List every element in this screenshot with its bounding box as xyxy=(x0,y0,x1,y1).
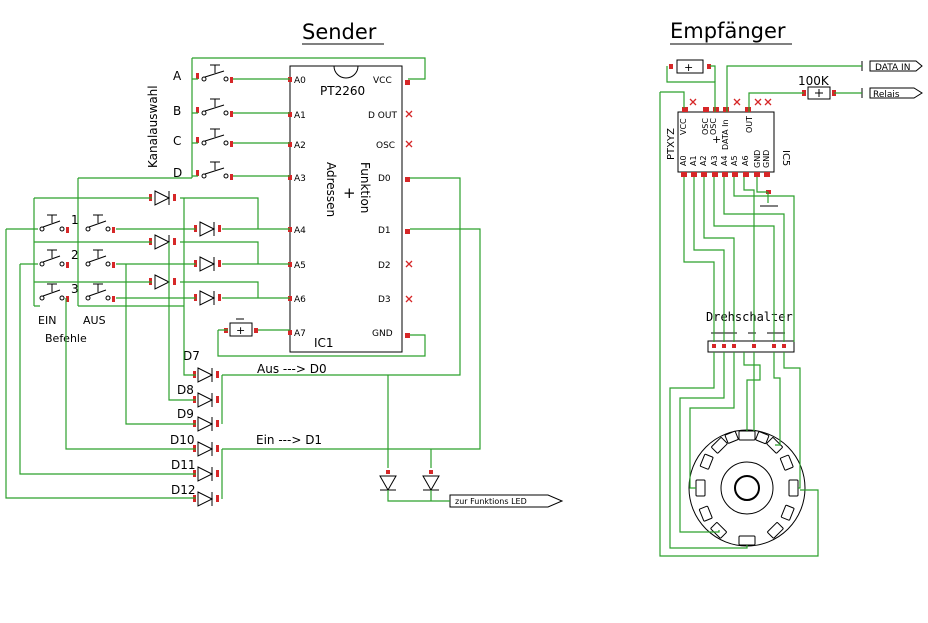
ic5-pin-osc1: OSC xyxy=(701,118,710,135)
led-diodes xyxy=(379,470,440,492)
ic5-unused-pin-marks xyxy=(689,98,772,106)
sender-wires xyxy=(5,57,481,502)
ic1-body-function: Funktion xyxy=(358,162,372,213)
cmd-3-label: 3 xyxy=(71,282,79,296)
diode-d9-label: D9 xyxy=(177,407,194,421)
channel-select-label: Kanalauswahl xyxy=(146,85,160,168)
ic5-plus: + xyxy=(712,133,721,146)
ic1-body-addresses: Adressen xyxy=(324,162,338,217)
ic5-pads xyxy=(681,107,770,177)
ic5-pin-a0: A0 xyxy=(679,155,688,166)
command-switches xyxy=(39,214,115,302)
ic1-chip xyxy=(289,65,403,353)
ic5-pin-a3: A3 xyxy=(710,155,719,166)
receiver-battery xyxy=(669,59,711,74)
channel-a-label: A xyxy=(173,69,182,83)
ic1-unused-pin-marks xyxy=(405,110,413,303)
cmd-1-label: 1 xyxy=(71,213,79,227)
receiver-battery-plus: + xyxy=(684,61,693,74)
channel-c-label: C xyxy=(173,134,181,148)
diode-d11-label: D11 xyxy=(171,458,196,472)
ic1-pin-a0: A0 xyxy=(294,76,306,86)
ic5-pin-a2: A2 xyxy=(699,155,708,166)
ic1-pin-d3: D3 xyxy=(378,295,391,305)
channel-b-label: B xyxy=(173,104,181,118)
ic1-pin-vcc: VCC xyxy=(373,76,392,86)
ein-label: EIN xyxy=(38,314,56,327)
aus-to-d0-label: Aus ---> D0 xyxy=(257,362,327,376)
ic1-pin-a3: A3 xyxy=(294,174,306,184)
ic1-pin-osc: OSC xyxy=(376,141,395,151)
ic5-pin-gnd1: GND xyxy=(753,150,762,168)
sender-title: Sender xyxy=(302,20,377,44)
receiver-title: Empfänger xyxy=(670,19,786,43)
data-in-label: DATA IN xyxy=(875,63,910,73)
receiver-wires xyxy=(659,65,862,557)
diode-d12-label: D12 xyxy=(171,483,196,497)
channel-b-switch xyxy=(196,98,233,117)
ic5-pin-gnd2: GND xyxy=(762,150,771,168)
ic5-part-name: PTXYZ xyxy=(666,128,677,160)
diode-d10-label: D10 xyxy=(170,433,195,447)
ic1-ref: IC1 xyxy=(314,336,334,350)
ic5-pin-data-in: DATA In xyxy=(721,119,730,150)
ic5-pin-a6: A6 xyxy=(741,155,750,166)
led-output-label: zur Funktions LED xyxy=(455,497,527,506)
ic1-pin-gnd: GND xyxy=(372,329,393,339)
led-output-connector xyxy=(449,494,564,508)
rotary-switch-icon xyxy=(688,429,806,547)
ic1-part-name: PT2260 xyxy=(320,84,365,98)
ic1-body-plus: + xyxy=(343,184,356,202)
channel-a-switch xyxy=(196,64,233,83)
ein-to-d1-label: Ein ---> D1 xyxy=(256,433,322,447)
sender-battery-plus: + xyxy=(236,324,245,337)
ic1-pin-a2: A2 xyxy=(294,141,306,151)
resistor-label: 100K xyxy=(798,74,830,88)
diode-d7-label: D7 xyxy=(183,349,200,363)
ic1-pin-a5: A5 xyxy=(294,261,306,271)
ic1-pin-d1: D1 xyxy=(378,226,391,236)
ic1-pin-d0: D0 xyxy=(378,174,391,184)
output-diodes xyxy=(193,367,219,507)
ic5-ref: IC5 xyxy=(780,150,791,166)
ic5-pin-a5: A5 xyxy=(730,155,739,166)
channel-c-switch xyxy=(196,128,233,147)
ic5-pin-out: OUT xyxy=(745,116,754,133)
ic1-pin-a6: A6 xyxy=(294,295,306,305)
resistor-100k xyxy=(802,86,836,100)
rotary-switch-label: Drehschalter xyxy=(706,310,793,324)
channel-d-label: D xyxy=(173,166,182,180)
ic5-pin-osc2: OSC xyxy=(709,118,718,135)
ic1-pin-d2: D2 xyxy=(378,261,391,271)
ic1-pin-dout: D OUT xyxy=(368,111,397,121)
channel-d-switch xyxy=(196,161,233,180)
rotary-switch-header xyxy=(707,332,795,353)
ic1-pin-a4: A4 xyxy=(294,226,306,236)
diode-d8-label: D8 xyxy=(177,383,194,397)
ic1-pin-a7: A7 xyxy=(294,329,306,339)
matrix-diodes xyxy=(149,190,221,306)
ic5-pin-a4: A4 xyxy=(720,155,729,166)
ic1-pin-a1: A1 xyxy=(294,111,306,121)
relais-label: Relais xyxy=(873,90,900,100)
cmd-2-label: 2 xyxy=(71,248,79,262)
ic5-pin-vcc: VCC xyxy=(679,118,688,135)
channel-switches xyxy=(196,64,233,180)
ic5-pin-a1: A1 xyxy=(689,155,698,166)
aus-label: AUS xyxy=(83,314,106,327)
